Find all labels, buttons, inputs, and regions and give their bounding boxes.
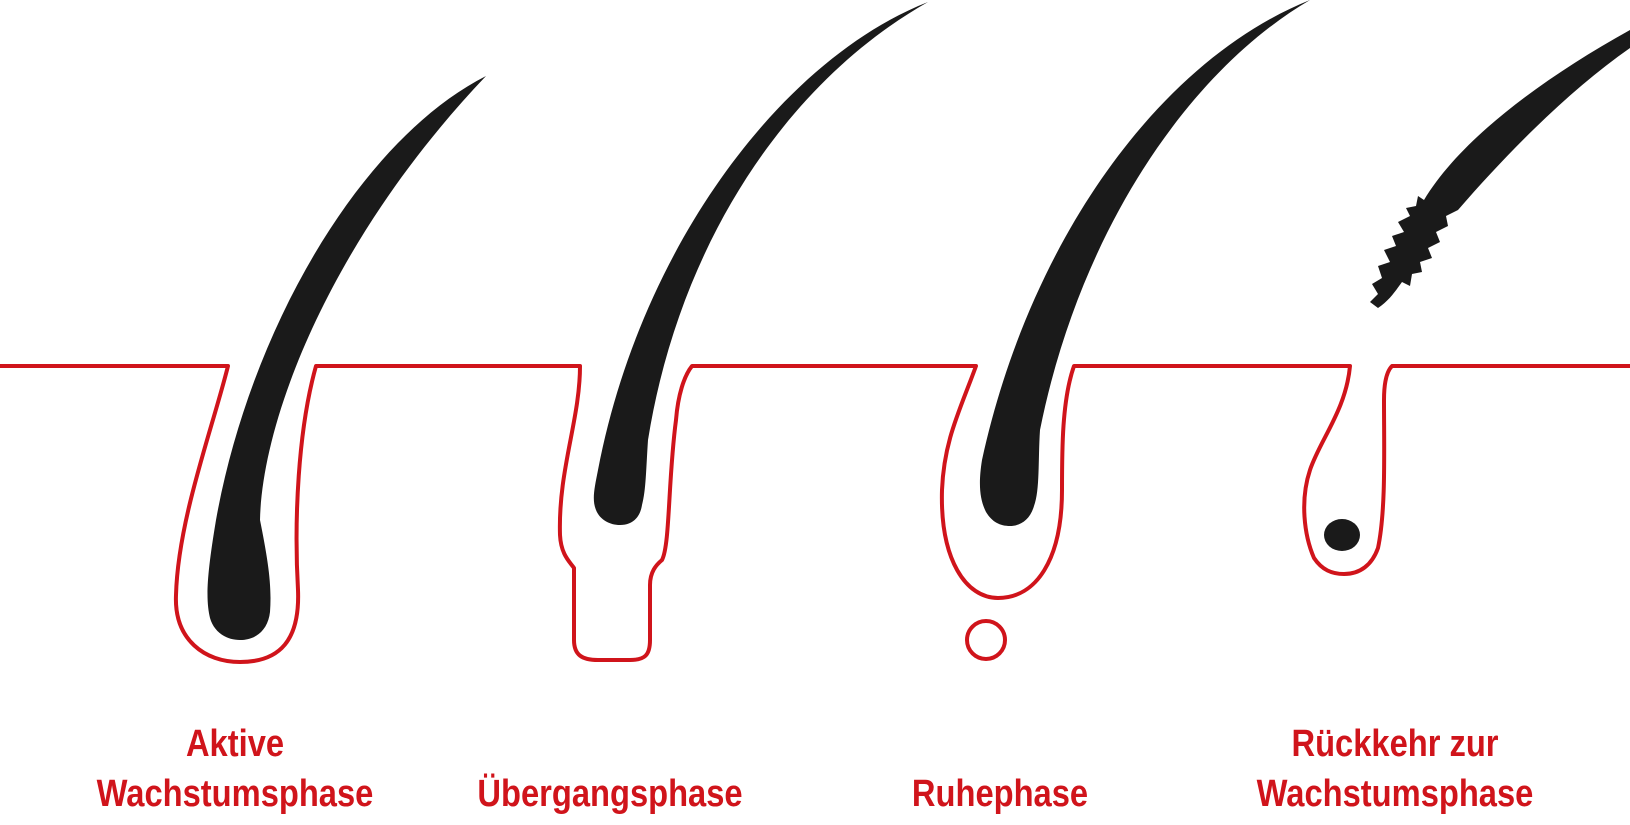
hair-active-growth: [207, 76, 487, 640]
hair-resting: [979, 0, 1310, 526]
label-transition-line1: [455, 719, 765, 769]
label-resting-line2: Ruhephase: [911, 773, 1089, 815]
label-resting-phase: Ruhephase: [871, 719, 1129, 819]
hair-transition: [593, 2, 928, 525]
label-return-line1: Rückkehr zur: [1291, 723, 1499, 765]
label-active-line1: Aktive: [185, 723, 285, 765]
label-return-line2: Wachstumsphase: [1256, 773, 1534, 815]
label-return-growth-phase: Rückkehr zur Wachstumsphase: [1227, 719, 1562, 819]
hair-shed-strand: [1370, 30, 1630, 308]
label-active-line2: Wachstumsphase: [96, 773, 374, 815]
detached-bulb-ring: [965, 619, 1007, 661]
new-hair-bulb: [1324, 519, 1360, 551]
skin-surface-line: [0, 364, 1630, 664]
label-resting-line1: [871, 719, 1129, 769]
label-transition-phase: Übergangsphase: [455, 719, 765, 819]
label-transition-line2: Übergangsphase: [477, 773, 743, 815]
label-active-growth-phase: Aktive Wachstumsphase: [67, 719, 402, 819]
